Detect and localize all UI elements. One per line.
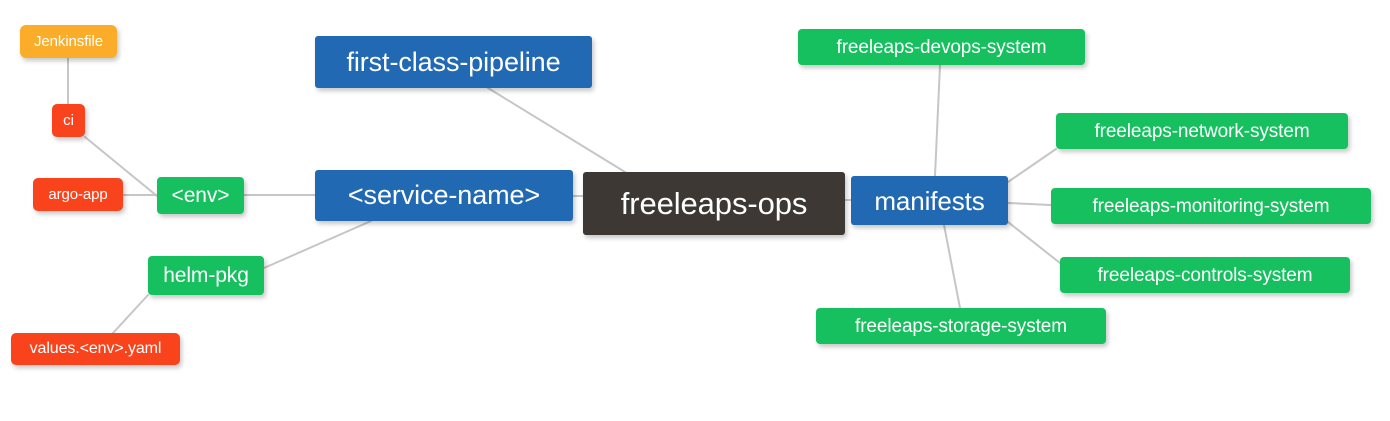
e-manifests-monitoring	[1007, 202, 1052, 206]
e-manifests-devops	[934, 64, 941, 177]
node-helm-pkg[interactable]: helm-pkg	[148, 256, 264, 295]
node-label: helm-pkg	[163, 264, 249, 287]
node-monitoring-system[interactable]: freeleaps-monitoring-system	[1051, 188, 1371, 224]
node-label: freeleaps-ops	[620, 186, 808, 221]
node-label: <env>	[171, 184, 230, 207]
e-manifests-network	[1007, 148, 1057, 183]
node-label: values.<env>.yaml	[29, 340, 162, 357]
node-controls-system[interactable]: freeleaps-controls-system	[1060, 257, 1350, 293]
node-label: ci	[63, 112, 74, 129]
e-manifests-controls	[1007, 221, 1061, 264]
node-network-system[interactable]: freeleaps-network-system	[1056, 113, 1348, 149]
e-pipeline-ops	[487, 87, 626, 173]
node-freeleaps-ops[interactable]: freeleaps-ops	[583, 172, 845, 235]
node-label: freeleaps-storage-system	[855, 315, 1067, 337]
node-label: first-class-pipeline	[346, 46, 561, 77]
node-manifests[interactable]: manifests	[851, 176, 1008, 225]
node-label: argo-app	[48, 186, 108, 203]
node-values-env-yaml[interactable]: values.<env>.yaml	[11, 333, 180, 365]
node-label: freeleaps-network-system	[1094, 120, 1310, 142]
node-storage-system[interactable]: freeleaps-storage-system	[816, 308, 1106, 344]
node-label: Jenkinsfile	[34, 33, 103, 50]
node-label: manifests	[874, 185, 985, 216]
node-label: freeleaps-devops-system	[836, 36, 1047, 58]
node-first-class-pipeline[interactable]: first-class-pipeline	[315, 36, 592, 88]
node-ci[interactable]: ci	[52, 104, 85, 137]
node-service-name[interactable]: <service-name>	[315, 170, 573, 221]
node-label: <service-name>	[347, 180, 541, 210]
e-manifests-storage	[943, 224, 961, 309]
node-argo-app[interactable]: argo-app	[33, 178, 123, 211]
e-helmpkg-values	[112, 294, 149, 334]
e-ci-env	[84, 136, 158, 197]
e-servicename-helmpkg	[263, 220, 372, 269]
node-jenkinsfile[interactable]: Jenkinsfile	[20, 25, 117, 58]
node-label: freeleaps-controls-system	[1097, 264, 1313, 286]
node-label: freeleaps-monitoring-system	[1092, 195, 1330, 217]
node-devops-system[interactable]: freeleaps-devops-system	[798, 29, 1085, 65]
node-env[interactable]: <env>	[157, 177, 244, 214]
